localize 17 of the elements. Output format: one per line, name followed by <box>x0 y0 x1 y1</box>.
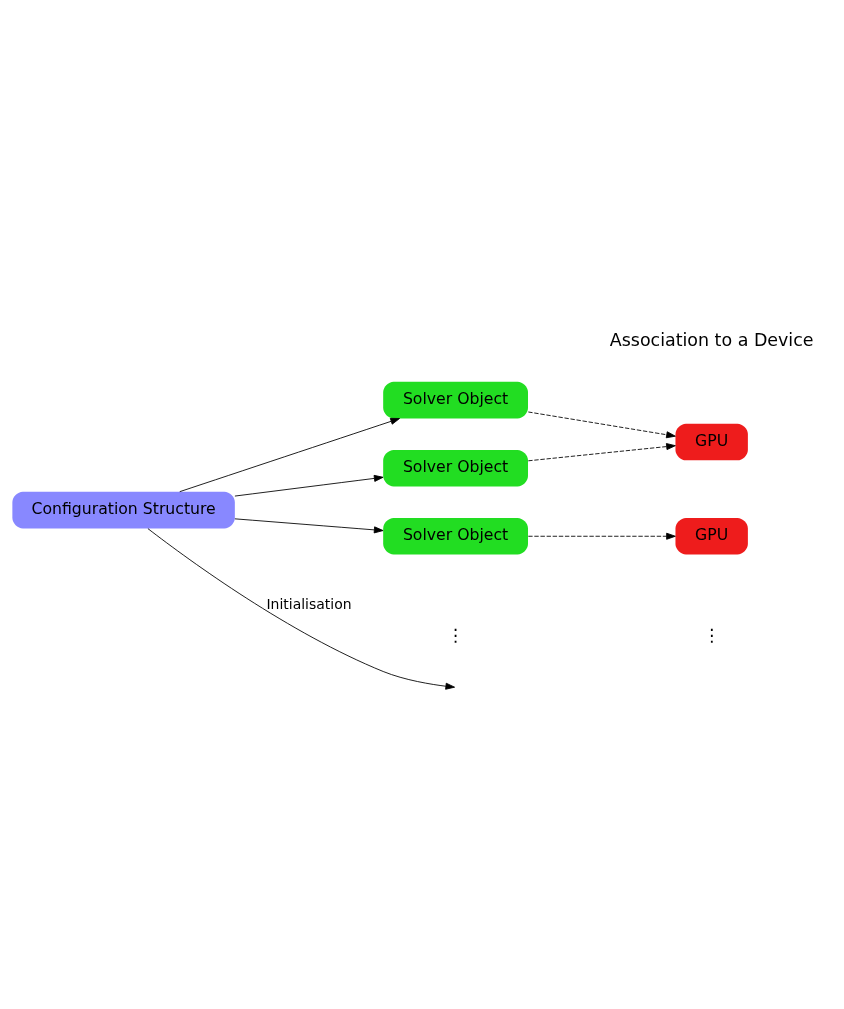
node-box: Solver Object <box>383 517 528 555</box>
node-box: Configuration Structure <box>12 491 235 528</box>
label: ⋮ <box>702 624 721 645</box>
arrow <box>179 417 400 492</box>
arrow <box>527 411 676 438</box>
label: Association to a Device <box>609 329 814 350</box>
node-box: GPU <box>675 423 748 460</box>
label: ⋮ <box>446 624 465 645</box>
node-box: GPU <box>675 517 748 555</box>
node-box: Solver Object <box>383 381 528 418</box>
edge-label: Initialisation <box>266 595 352 612</box>
node-box: Solver Object <box>383 449 528 486</box>
arrow <box>527 532 676 540</box>
arrow <box>147 527 456 690</box>
arrow <box>234 474 384 496</box>
arrow <box>527 442 676 461</box>
arrow <box>234 517 384 533</box>
